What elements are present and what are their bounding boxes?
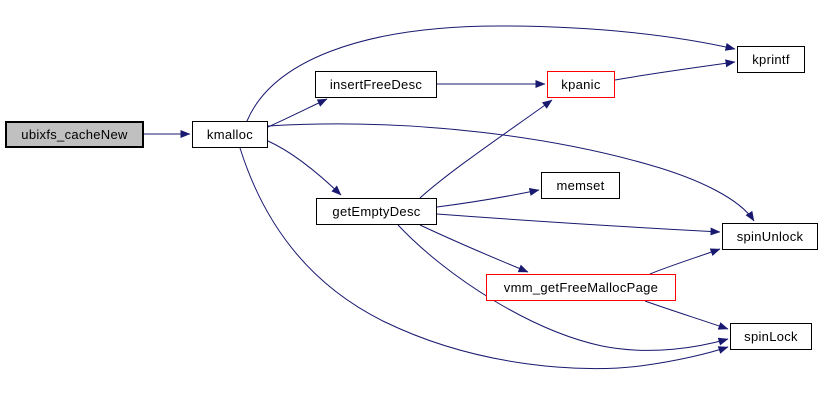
node-memset[interactable]: memset (541, 172, 620, 199)
edge-kpanic-kprintf (614, 59, 736, 81)
edge-getEmptyDesc-kpanic (419, 99, 553, 199)
edge-getEmptyDesc-spinUnlock (436, 213, 721, 236)
edge-kmalloc-insertFreeDesc (267, 98, 328, 128)
edge-kmalloc-getEmptyDesc (267, 140, 342, 196)
node-getEmptyDesc[interactable]: getEmptyDesc (316, 198, 437, 225)
edge-vmm_getFreeMallocPage-spinLock (644, 300, 729, 330)
edge-getEmptyDesc-spinLock (397, 224, 729, 351)
edge-kmalloc-kprintf (246, 25, 736, 122)
node-spinUnlock[interactable]: spinUnlock (722, 223, 818, 250)
edge-getEmptyDesc-memset (436, 187, 540, 208)
node-kpanic[interactable]: kpanic (547, 71, 615, 98)
node-kmalloc[interactable]: kmalloc (192, 121, 268, 148)
node-vmm_getFreeMallocPage[interactable]: vmm_getFreeMallocPage (486, 274, 676, 301)
edge-vmm_getFreeMallocPage-spinUnlock (649, 248, 721, 275)
node-spinLock[interactable]: spinLock (730, 323, 812, 350)
node-ubixfs_cacheNew: ubixfs_cacheNew (5, 121, 144, 148)
edge-kmalloc-spinLock (239, 147, 729, 370)
edge-getEmptyDesc-vmm_getFreeMallocPage (419, 224, 529, 273)
node-insertFreeDesc[interactable]: insertFreeDesc (315, 71, 437, 98)
node-kprintf[interactable]: kprintf (737, 46, 805, 73)
edge-kmalloc-spinUnlock (267, 123, 755, 222)
